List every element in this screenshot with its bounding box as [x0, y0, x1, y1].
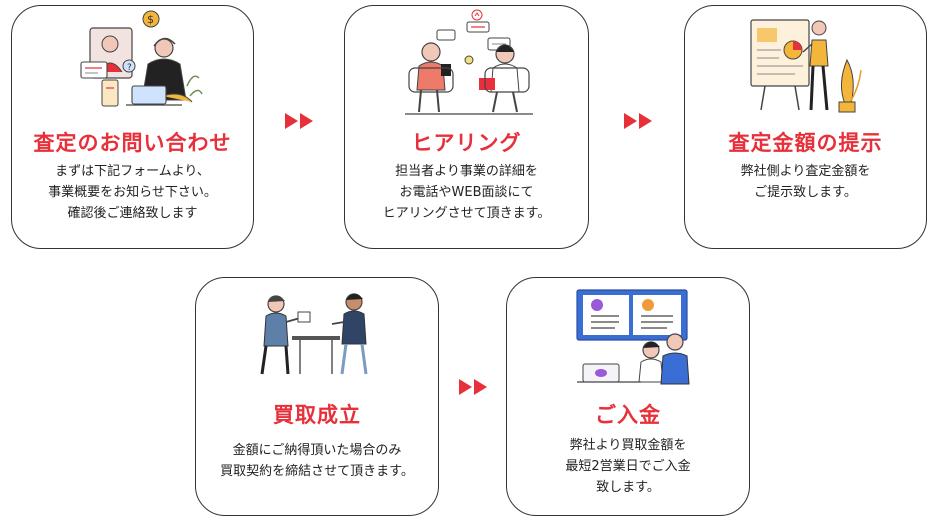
presentation-illustration	[750, 19, 862, 113]
agreement-illustration	[260, 293, 368, 375]
step-description-line: 弊社側より査定金額を	[740, 164, 871, 179]
step-description-line: 担当者より事業の詳細を	[395, 164, 538, 179]
step-title: ご入金	[595, 403, 661, 427]
step-card-hearing: ヒアリング 担当者より事業の詳細を お電話やWEB面談にて ヒアリングさせて頂き…	[344, 5, 589, 249]
step-title: 買取成立	[273, 403, 361, 427]
double-chevron-right-icon	[285, 113, 313, 129]
step-description-line: ヒアリングさせて頂きます。	[382, 206, 551, 221]
step-description: 弊社側より査定金額を ご提示致します。	[685, 161, 926, 203]
step-description-line: 致します。	[596, 480, 660, 495]
double-chevron-right-icon	[624, 113, 652, 129]
question-mark-icon: ?	[127, 63, 132, 73]
step-description: まずは下記フォームより、 事業概要をお知らせ下さい。 確認後ご連絡致します	[12, 161, 253, 224]
step-description-line: お電話やWEB面談にて	[399, 185, 534, 200]
double-chevron-right-icon	[459, 379, 487, 395]
dollar-icon: $	[147, 13, 154, 26]
step-description-line: 確認後ご連絡致します	[67, 206, 198, 221]
step-card-inquiry: ? $ 査定のお問い合わせ まずは下記フォームより、 事業概要をお知らせ下さい。…	[11, 5, 254, 249]
step-description-line: まずは下記フォームより、	[55, 164, 210, 179]
step-description: 担当者より事業の詳細を お電話やWEB面談にて ヒアリングさせて頂きます。	[345, 161, 588, 224]
step-card-agreement: 買取成立 金額にご納得頂いた場合のみ 買取契約を締結させて頂きます。	[195, 277, 439, 516]
step-title: ヒアリング	[411, 131, 522, 155]
step-title: 査定のお問い合わせ	[33, 131, 232, 155]
step-description: 弊社より買取金額を 最短2営業日でご入金 致します。	[507, 435, 749, 498]
step-card-payment: ご入金 弊社より買取金額を 最短2営業日でご入金 致します。	[506, 277, 750, 516]
inquiry-illustration: ? $	[80, 10, 203, 107]
step-description-line: 金額にご納得頂いた場合のみ	[232, 443, 402, 458]
payment-illustration	[576, 289, 690, 385]
step-description: 金額にご納得頂いた場合のみ 買取契約を締結させて頂きます。	[196, 440, 438, 482]
step-description-line: 買取契約を締結させて頂きます。	[220, 464, 414, 479]
step-card-presentation: 査定金額の提示 弊社側より査定金額を ご提示致します。	[684, 5, 927, 249]
step-title: 査定金額の提示	[728, 131, 883, 155]
hearing-illustration	[405, 9, 533, 115]
step-description-line: 弊社より買取金額を	[569, 438, 687, 453]
step-description-line: ご提示致します。	[754, 185, 857, 200]
step-description-line: 事業概要をお知らせ下さい。	[48, 185, 217, 200]
step-description-line: 最短2営業日でご入金	[565, 459, 691, 474]
